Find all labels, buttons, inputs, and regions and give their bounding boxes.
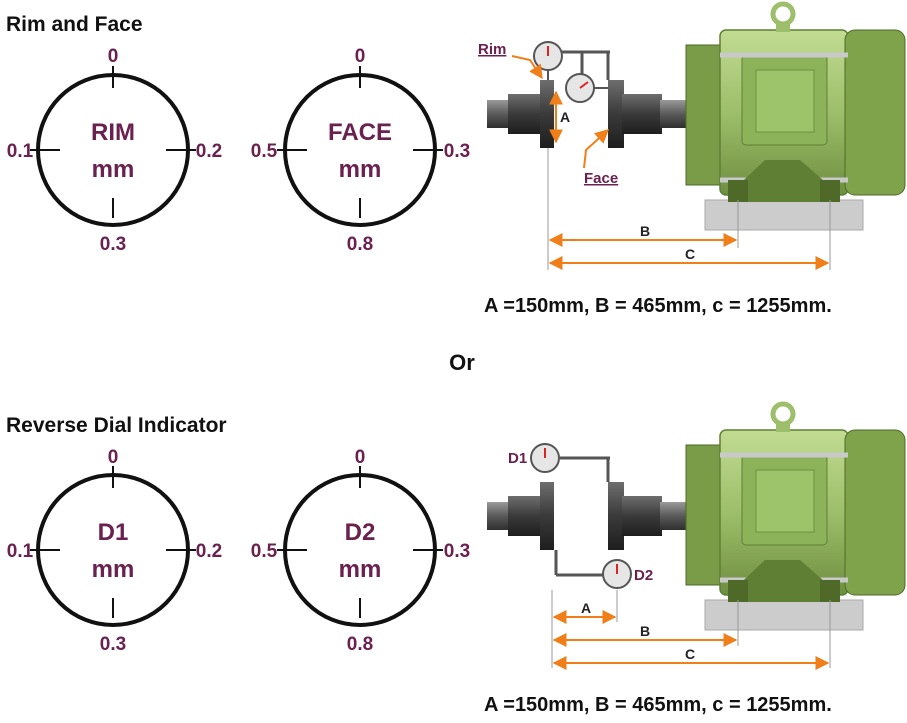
- d1-top-value: 0: [108, 447, 119, 468]
- dim-c-bottom: C: [685, 646, 695, 662]
- rim-bottom-value: 0.3: [100, 234, 126, 255]
- motor-illustration-bottom: [487, 401, 906, 631]
- or-separator: Or: [449, 350, 475, 375]
- d2-callout: D2: [634, 567, 653, 584]
- d1-dial: 0 0.1 0.2 0.3 D1 mm: [7, 447, 222, 655]
- d1-dial-unit: mm: [92, 556, 135, 583]
- dim-b-top: B: [640, 223, 650, 239]
- rim-dial-label: RIM: [91, 119, 135, 146]
- face-bottom-value: 0.8: [347, 234, 373, 255]
- d2-dial-label: D2: [345, 519, 376, 546]
- d2-top-value: 0: [355, 447, 366, 468]
- face-dial: 0 0.5 0.3 0.8 FACE mm: [251, 46, 470, 255]
- face-top-value: 0: [355, 46, 366, 67]
- dim-a-top: A: [560, 109, 570, 125]
- d1-left-value: 0.1: [7, 541, 34, 562]
- rim-callout: Rim: [478, 41, 506, 58]
- d2-dial-unit: mm: [339, 556, 382, 583]
- d2-dial: 0 0.5 0.3 0.8 D2 mm: [251, 447, 470, 655]
- d1-right-value: 0.2: [196, 541, 222, 562]
- reverse-dial-title: Reverse Dial Indicator: [6, 414, 227, 437]
- d2-right-value: 0.3: [444, 541, 470, 562]
- face-left-value: 0.5: [251, 141, 278, 162]
- dim-b-bottom: B: [640, 623, 650, 639]
- rim-top-value: 0: [108, 46, 119, 67]
- d1-dial-label: D1: [98, 519, 129, 546]
- rim-dial-unit: mm: [92, 156, 135, 183]
- face-dial-unit: mm: [339, 156, 382, 183]
- rim-right-value: 0.2: [196, 141, 222, 162]
- motor-illustration-top: [487, 1, 906, 231]
- d2-left-value: 0.5: [251, 541, 278, 562]
- face-dial-label: FACE: [328, 119, 392, 146]
- dim-c-top: C: [685, 246, 695, 262]
- d1-bottom-value: 0.3: [100, 634, 126, 655]
- face-right-value: 0.3: [444, 141, 470, 162]
- reverse-formula: A =150mm, B = 465mm, c = 1255mm.: [484, 694, 832, 716]
- rim-left-value: 0.1: [7, 141, 34, 162]
- dim-a-bottom: A: [581, 600, 591, 616]
- d1-callout: D1: [508, 450, 527, 467]
- rim-face-title: Rim and Face: [6, 13, 143, 36]
- rim-face-formula: A =150mm, B = 465mm, c = 1255mm.: [484, 295, 832, 317]
- face-callout: Face: [584, 170, 618, 187]
- rim-dial: 0 0.1 0.2 0.3 RIM mm: [7, 46, 222, 255]
- d2-bottom-value: 0.8: [347, 634, 373, 655]
